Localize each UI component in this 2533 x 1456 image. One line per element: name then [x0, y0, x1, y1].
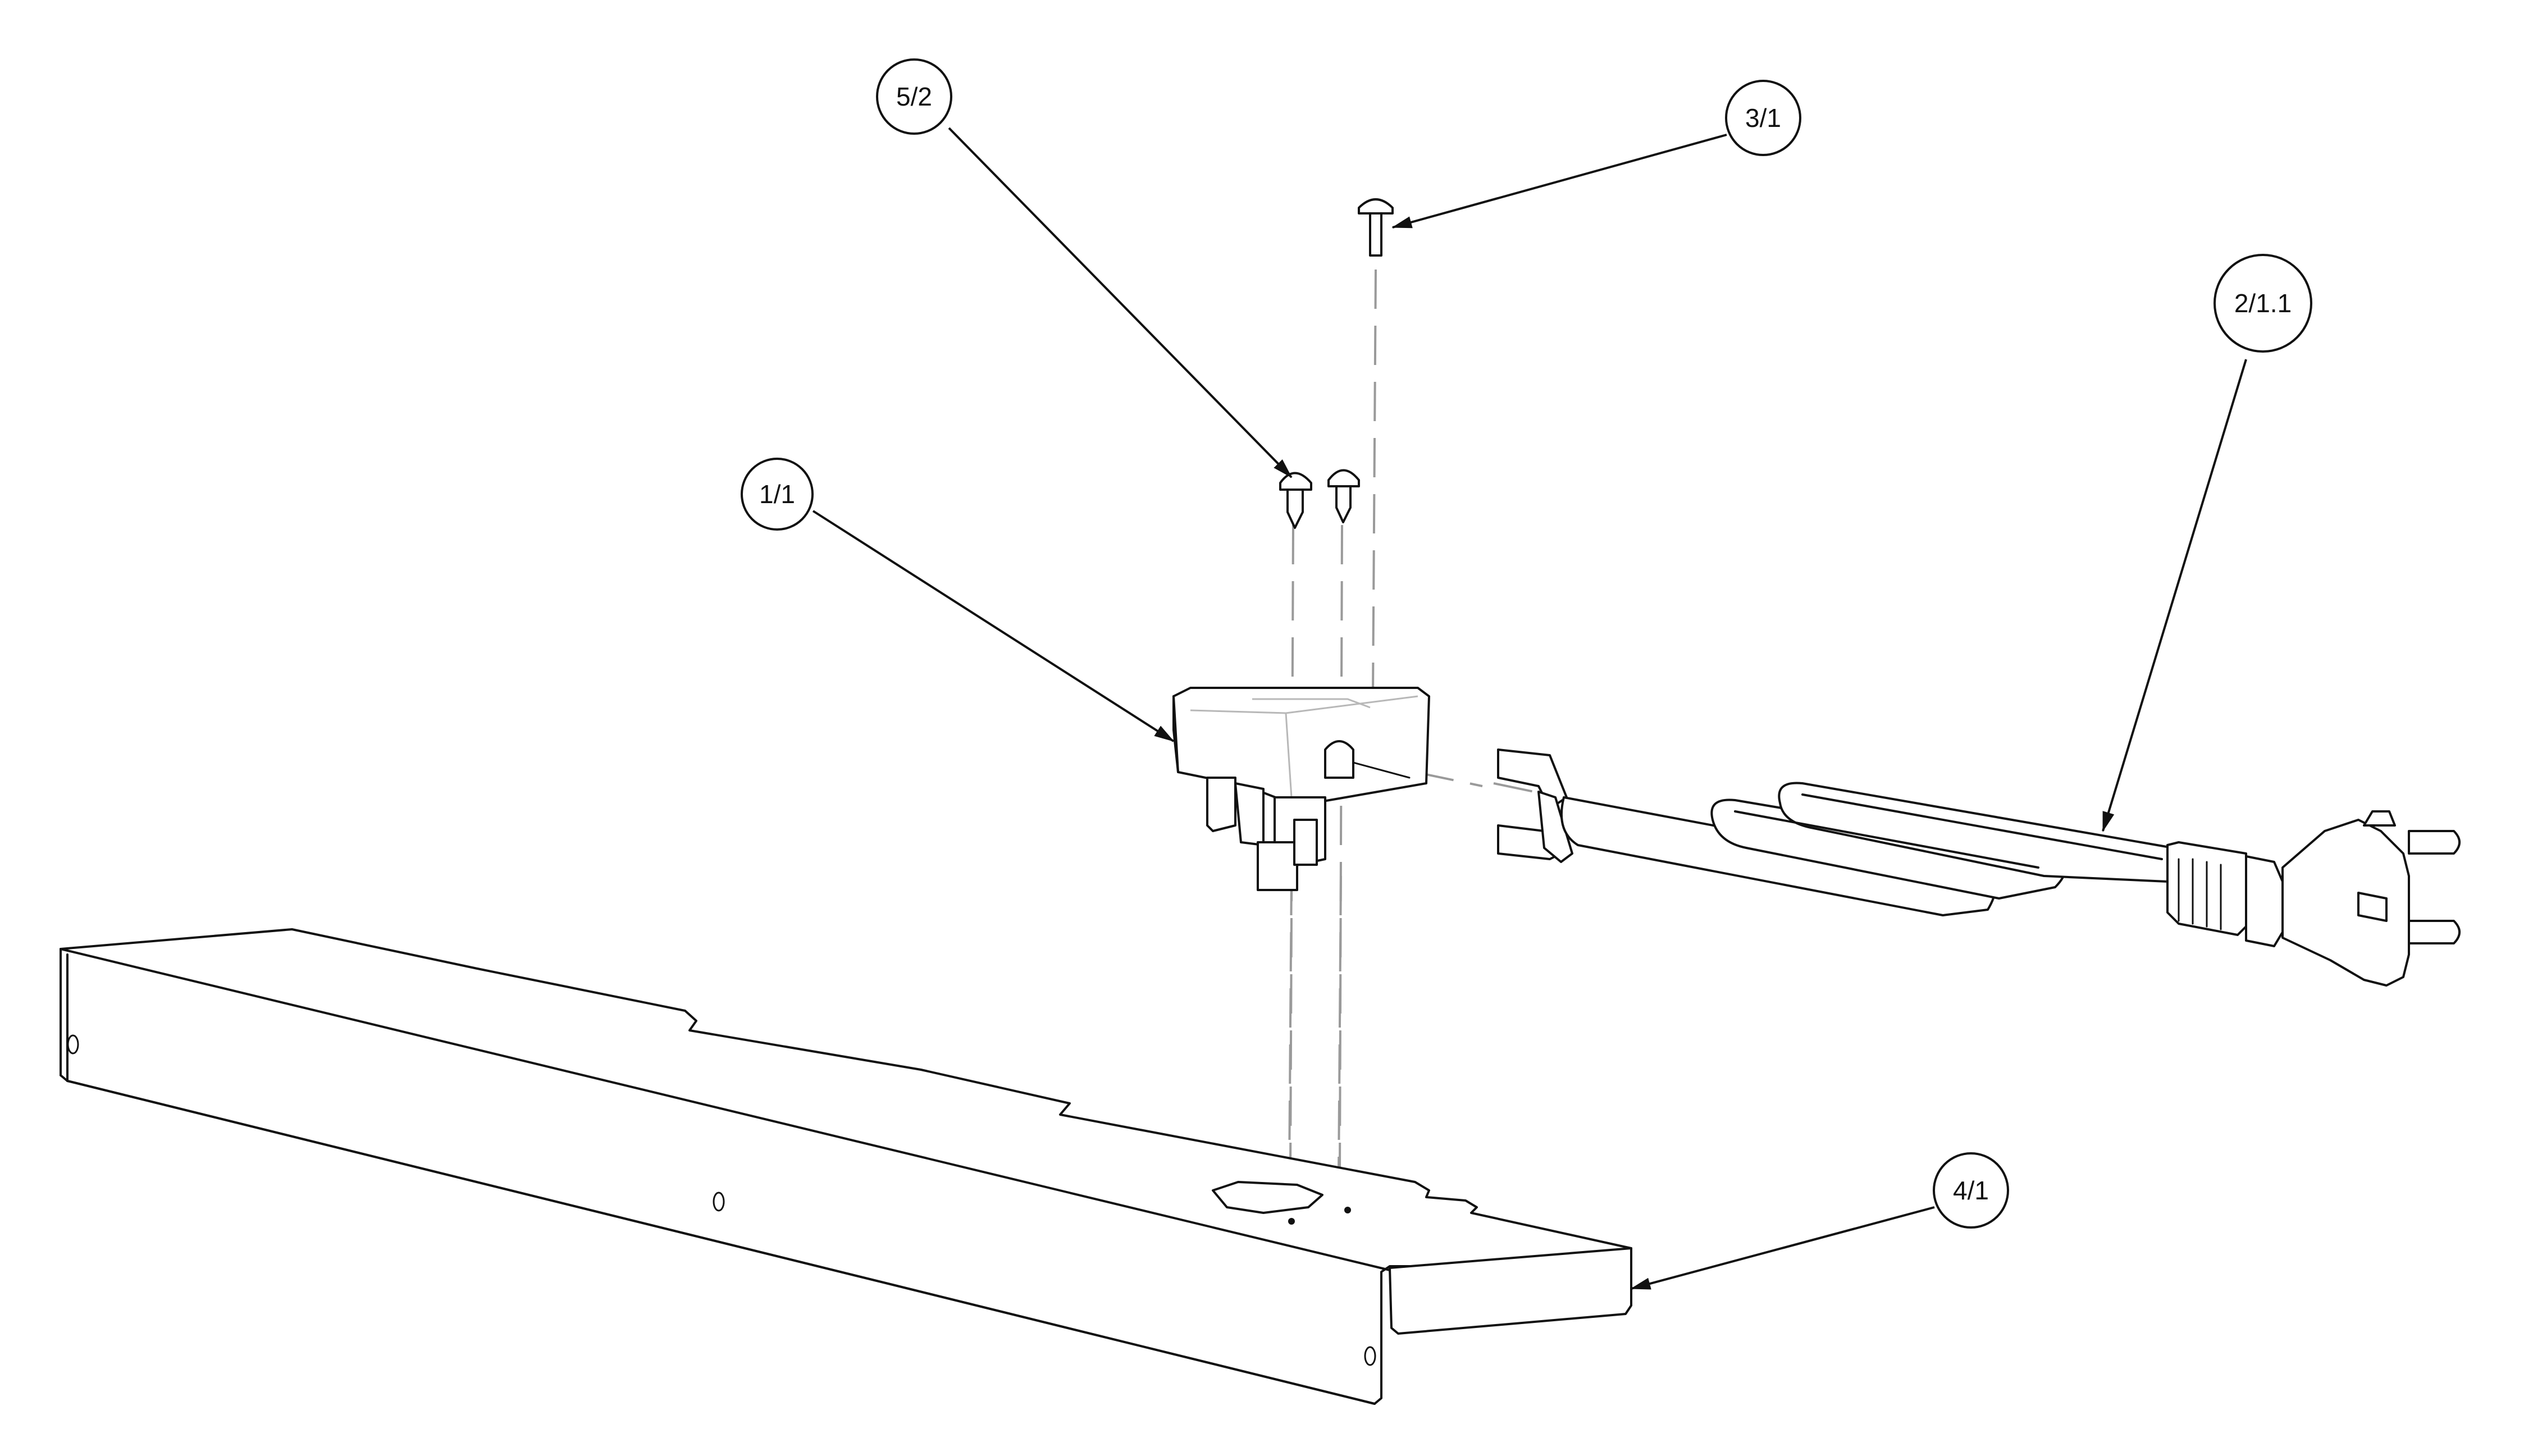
callout-label: 5/2	[896, 82, 932, 111]
callout-1-1: 1/1	[741, 458, 814, 531]
part-power-cord	[1497, 748, 2461, 987]
callout-2-1-1: 2/1.1	[2213, 254, 2312, 353]
callout-label: 1/1	[759, 480, 795, 509]
part-switch-housing	[1172, 687, 1430, 891]
part-screws-short	[1279, 469, 1360, 529]
part-bracket	[60, 928, 1632, 1405]
callout-5-2: 5/2	[876, 58, 952, 135]
callout-label: 2/1.1	[2234, 289, 2292, 318]
callout-4-1: 4/1	[1933, 1152, 2009, 1229]
callout-label: 3/1	[1745, 103, 1781, 133]
part-screw-long	[1358, 198, 1394, 257]
leader-lines	[812, 127, 2247, 1290]
callout-3-1: 3/1	[1725, 80, 1801, 156]
callout-label: 4/1	[1953, 1176, 1989, 1205]
